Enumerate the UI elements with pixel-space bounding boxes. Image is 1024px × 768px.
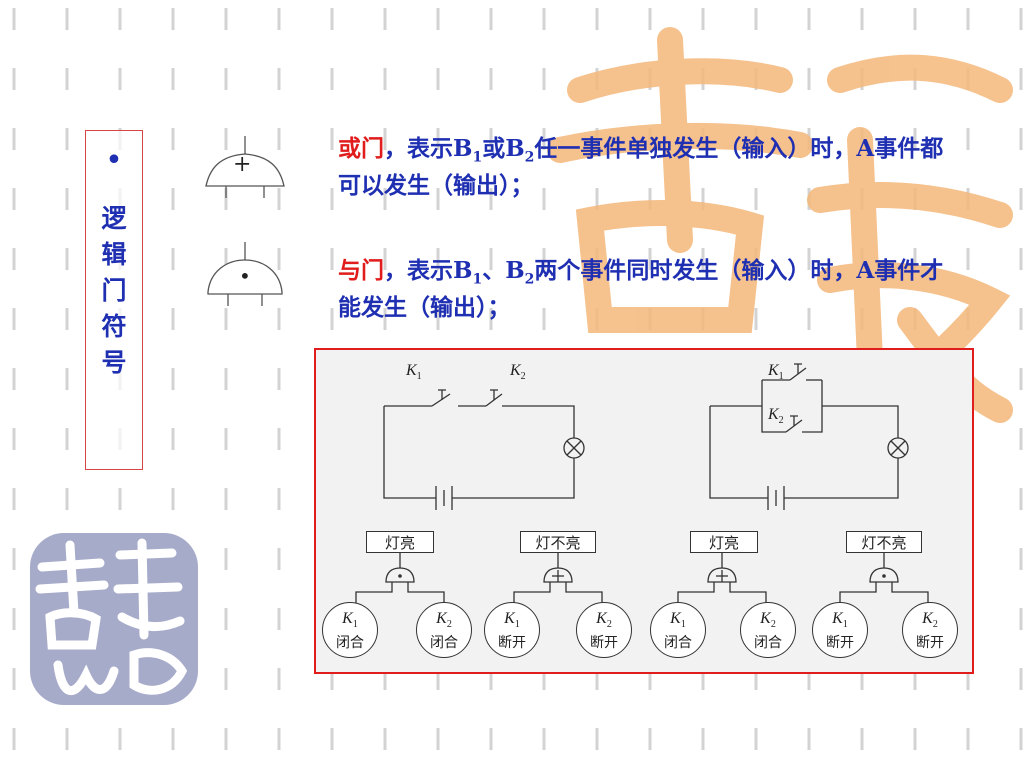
k-sub: 2 [770, 619, 776, 631]
and-sub: 2 [524, 271, 535, 288]
event-k: K2 [417, 611, 471, 633]
result-box: 灯不亮 [520, 531, 596, 553]
k-letter: K [342, 610, 353, 627]
or-keyword: 或门 [338, 135, 384, 162]
event-state: 闭合 [430, 635, 458, 652]
k-sub: 2 [446, 619, 452, 631]
and-gate-description: 与门，表示B1、B2两个事件同时发生（输入）时，A事件才能发生（输出）； [338, 252, 963, 326]
title-char: 辑 [101, 240, 127, 269]
k-letter: K [596, 610, 607, 627]
k-sub: 2 [606, 619, 612, 631]
input-event-circle: K1 断开 [812, 602, 868, 658]
k-letter: K [768, 362, 779, 379]
event-k: K2 [577, 611, 631, 633]
event-k: K1 [813, 611, 867, 633]
k-letter: K [760, 610, 771, 627]
input-event-circle: K1 闭合 [322, 602, 378, 658]
k-sub: 2 [932, 619, 938, 631]
input-event-circle: K2 断开 [902, 602, 958, 658]
k-letter: K [510, 362, 521, 379]
event-state: 断开 [916, 635, 944, 652]
result-box: 灯亮 [366, 531, 434, 553]
circuit-figure: K1 K2 K1 K2 灯亮 灯不亮 灯亮 灯不亮 K1 闭合 K2 闭合 K1… [314, 348, 974, 674]
switch-label-k2: K2 [510, 362, 526, 382]
circuit-wiring [355, 363, 929, 606]
or-sub: 1 [472, 149, 483, 166]
title-char: 号 [101, 348, 127, 377]
or-gate-description: 或门，表示B1或B2任一事件单独发生（输入）时，A事件都可以发生（输出）； [338, 130, 963, 204]
or-text-part: 或B [482, 135, 525, 162]
k-sub: 1 [680, 619, 686, 631]
k-sub: 1 [842, 619, 848, 631]
input-event-circle: K2 断开 [576, 602, 632, 658]
k-letter: K [406, 362, 417, 379]
vertical-title: 逻 辑 门 符 号 [86, 201, 142, 381]
and-gate-symbol: • [200, 236, 290, 312]
title-char: 门 [101, 276, 127, 305]
and-keyword: 与门 [338, 257, 384, 284]
or-gate-symbol: + [200, 128, 290, 204]
k-letter: K [768, 406, 779, 423]
and-sub: 1 [472, 271, 483, 288]
event-state: 闭合 [336, 635, 364, 652]
k-sub: 1 [416, 371, 422, 383]
title-char: 符 [101, 312, 127, 341]
k-sub: 1 [778, 371, 784, 383]
result-box: 灯亮 [690, 531, 758, 553]
calligraphy-seal-decoration [547, 27, 1013, 433]
event-k: K2 [903, 611, 957, 633]
event-k: K1 [323, 611, 377, 633]
sidebar-box: • 逻 辑 门 符 号 [85, 130, 143, 470]
k-sub: 2 [520, 371, 526, 383]
k-sub: 1 [352, 619, 358, 631]
event-state: 断开 [498, 635, 526, 652]
k-sub: 2 [778, 415, 784, 427]
switch-label-k1-parallel: K1 [768, 362, 784, 382]
event-k: K1 [651, 611, 705, 633]
input-event-circle: K2 闭合 [416, 602, 472, 658]
and-text-part: 两个事件同时发生（输入）时，A事件才能发生（输出）； [338, 257, 944, 321]
or-gate-plus: + [233, 152, 252, 177]
input-event-circle: K1 闭合 [650, 602, 706, 658]
switch-label-k2-parallel: K2 [768, 406, 784, 426]
and-text-part: 、B [482, 257, 525, 284]
input-event-circle: K2 闭合 [740, 602, 796, 658]
switch-label-k1: K1 [406, 362, 422, 382]
event-k: K1 [485, 611, 539, 633]
event-state: 闭合 [754, 635, 782, 652]
k-letter: K [670, 610, 681, 627]
event-k: K2 [741, 611, 795, 633]
and-text-part: ，表示B [384, 257, 473, 284]
k-letter: K [436, 610, 447, 627]
result-box: 灯不亮 [846, 531, 922, 553]
seal-stamp-decoration [30, 533, 198, 705]
event-state: 断开 [826, 635, 854, 652]
k-letter: K [832, 610, 843, 627]
or-sub: 2 [524, 149, 535, 166]
or-text-part: ，表示B [384, 135, 473, 162]
k-letter: K [922, 610, 933, 627]
k-letter: K [504, 610, 515, 627]
and-gate-dot: • [239, 264, 251, 288]
bullet-point: • [105, 143, 123, 178]
event-state: 断开 [590, 635, 618, 652]
title-char: 逻 [101, 204, 127, 233]
k-sub: 1 [514, 619, 520, 631]
event-state: 闭合 [664, 635, 692, 652]
input-event-circle: K1 断开 [484, 602, 540, 658]
or-text-part: 任一事件单独发生（输入）时，A事件都可以发生（输出）； [338, 135, 944, 199]
